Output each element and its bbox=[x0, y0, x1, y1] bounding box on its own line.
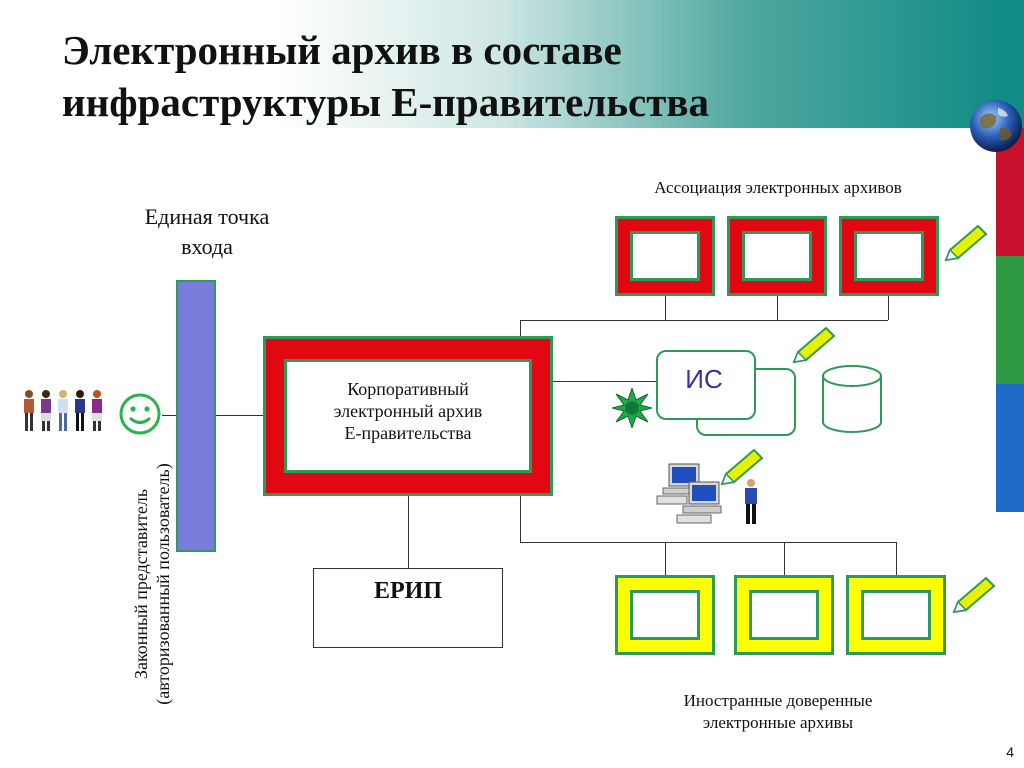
database-icon bbox=[822, 365, 882, 433]
erip-label: ЕРИП bbox=[373, 578, 442, 604]
connector-center-top bbox=[520, 320, 521, 338]
drop-assoc-2 bbox=[777, 296, 778, 320]
bus-foreign bbox=[520, 542, 896, 543]
pencil-icon-is bbox=[792, 326, 836, 364]
side-stripe-green bbox=[996, 256, 1024, 384]
foreign-archive-2 bbox=[734, 575, 834, 655]
corporate-archive-label: Корпоративный электронный архив Е-правит… bbox=[333, 379, 483, 443]
association-archive-1 bbox=[615, 216, 715, 296]
foreign-archive-3 bbox=[846, 575, 946, 655]
foreign-archives-label: Иностранные доверенные электронные архив… bbox=[683, 691, 873, 732]
association-archive-2 bbox=[727, 216, 827, 296]
bus-association bbox=[520, 320, 888, 321]
drop-assoc-3 bbox=[888, 296, 889, 320]
foreign-archive-1 bbox=[615, 575, 715, 655]
association-archive-3 bbox=[839, 216, 939, 296]
header-band bbox=[0, 0, 996, 128]
title-line-2: инфраструктуры Е-правительства bbox=[62, 79, 709, 125]
drop-assoc-1 bbox=[665, 296, 666, 320]
erip-box bbox=[313, 568, 503, 648]
connector-center-is bbox=[552, 381, 656, 382]
title-line-1: Электронный архив в составе bbox=[62, 27, 622, 73]
pencil-icon-association bbox=[944, 224, 988, 262]
entry-point-label: Единая точка входа bbox=[144, 204, 270, 259]
users-group-icon bbox=[24, 390, 102, 431]
connector-center-erip bbox=[408, 496, 409, 568]
association-label: Ассоциация электронных архивов bbox=[654, 178, 902, 197]
is-label: ИС bbox=[685, 364, 723, 394]
pencil-icon-workstation bbox=[720, 448, 764, 486]
drop-foreign-2 bbox=[784, 542, 785, 575]
globe-icon bbox=[970, 100, 1022, 152]
operator-person-icon bbox=[745, 479, 757, 524]
authorized-user-label: Законный представитель (авторизованный п… bbox=[131, 463, 173, 705]
single-entry-point-bar bbox=[176, 280, 216, 552]
is-box-front bbox=[656, 350, 756, 420]
page-number: 4 bbox=[1006, 744, 1014, 760]
slide-title: Электронный архив в составе инфраструкту… bbox=[62, 24, 822, 128]
corporate-archive-box bbox=[263, 336, 553, 496]
workstations-icon bbox=[656, 463, 722, 524]
connector-entry-center bbox=[216, 415, 265, 416]
drop-foreign-3 bbox=[896, 542, 897, 575]
smiley-icon bbox=[119, 393, 161, 435]
connector-user-entry bbox=[162, 415, 176, 416]
drop-foreign-1 bbox=[665, 542, 666, 575]
starburst-icon bbox=[612, 388, 652, 428]
connector-center-bottom bbox=[520, 496, 521, 542]
pencil-icon-foreign bbox=[952, 576, 996, 614]
side-stripe-blue bbox=[996, 384, 1024, 512]
